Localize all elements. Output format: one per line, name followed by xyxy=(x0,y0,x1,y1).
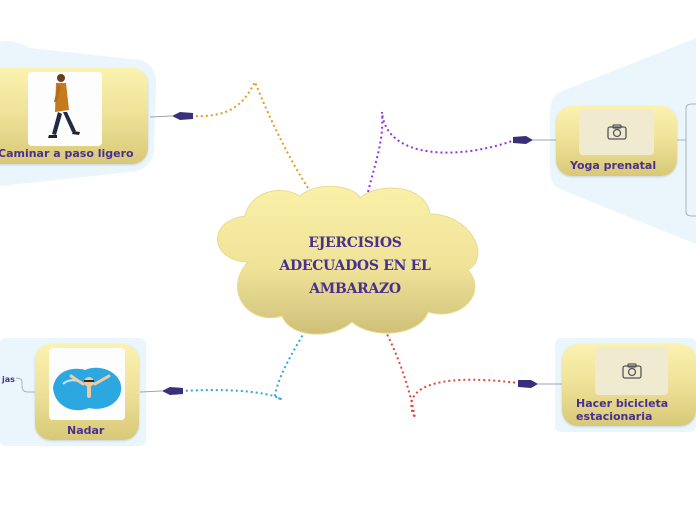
topic-caminar[interactable]: Caminar a paso ligero xyxy=(0,68,148,164)
arrow-yoga xyxy=(513,136,556,144)
nadar-side-label[interactable]: jas xyxy=(2,375,15,384)
central-title-line-3: AMBARAZO xyxy=(309,281,401,297)
arrow-caminar xyxy=(149,112,193,120)
walking-woman-image xyxy=(28,72,102,146)
connector-caminar xyxy=(191,79,309,189)
arrow-bicicleta xyxy=(518,380,562,388)
swimmer-image xyxy=(49,348,125,420)
connector-nadar xyxy=(181,317,313,401)
central-cloud xyxy=(216,185,479,335)
topic-nadar[interactable]: Nadar xyxy=(35,344,139,440)
yoga-subbranch xyxy=(677,103,696,217)
connector-yoga xyxy=(367,111,516,193)
topic-bicicleta-label-1: Hacer bicicleta xyxy=(576,397,669,410)
central-title-line-2: ADECUADOS EN EL xyxy=(279,258,431,274)
topic-bicicleta[interactable]: Hacer bicicleta estacionaria xyxy=(562,344,696,426)
central-title-line-1: EJERCISIOS xyxy=(308,235,402,251)
topic-caminar-label: Caminar a paso ligero xyxy=(0,147,134,160)
bicicleta-image-placeholder xyxy=(595,347,668,395)
connector-bicicleta xyxy=(384,329,519,419)
topic-nadar-label: Nadar xyxy=(67,424,105,437)
topic-yoga-label: Yoga prenatal xyxy=(570,159,657,172)
arrow-nadar xyxy=(139,387,183,395)
nadar-side-connector xyxy=(15,377,35,393)
topic-yoga[interactable]: Yoga prenatal xyxy=(556,106,677,176)
camera-icon xyxy=(606,124,627,140)
topic-bicicleta-label-2: estacionaria xyxy=(576,410,653,423)
central-topic-title[interactable]: EJERCISIOS ADECUADOS EN EL AMBARAZO xyxy=(255,232,455,301)
camera-icon xyxy=(621,363,642,379)
yoga-image-placeholder xyxy=(579,109,654,155)
